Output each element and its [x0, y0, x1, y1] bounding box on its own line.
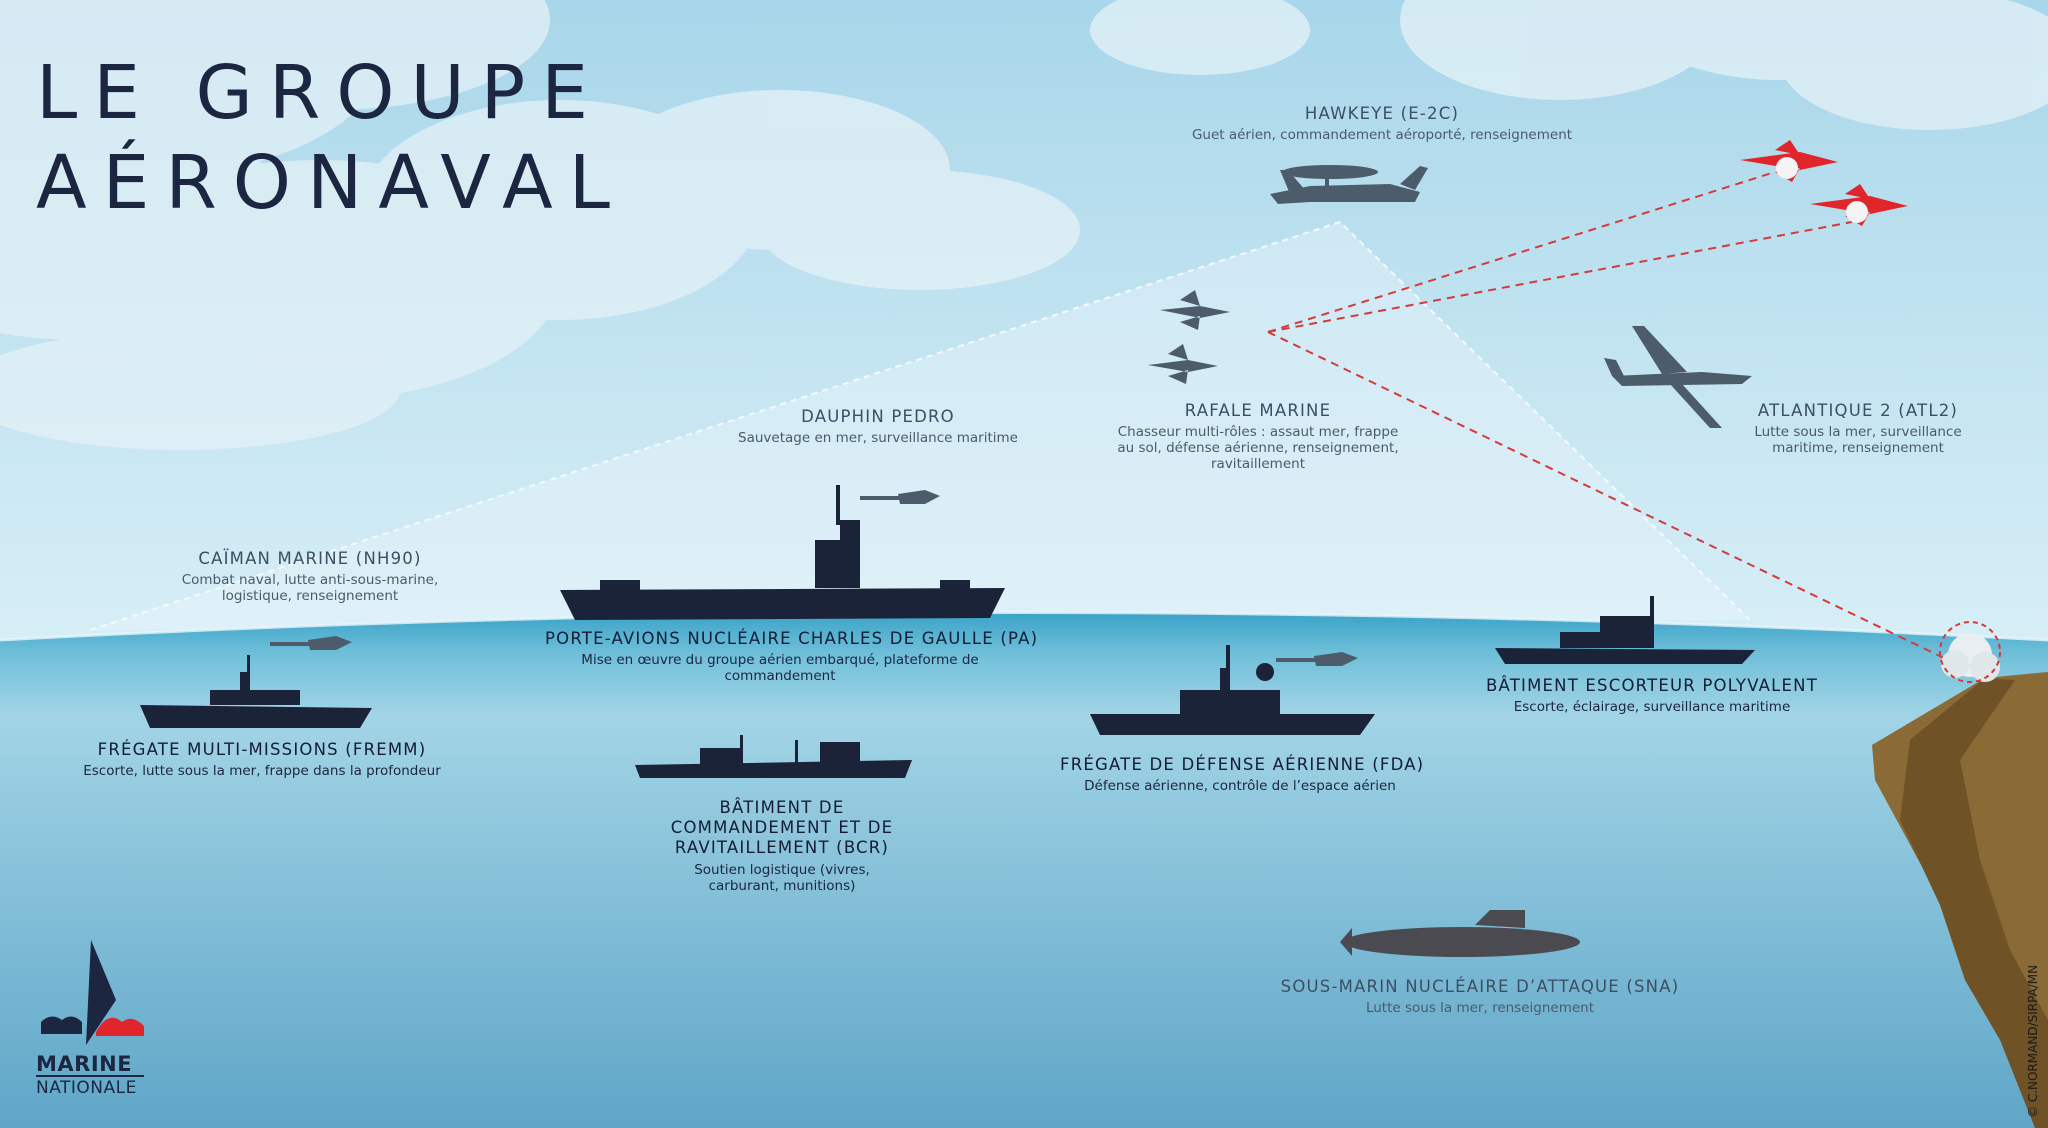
unit-name: BÂTIMENT ESCORTEUR POLYVALENT [1486, 676, 1818, 695]
unit-name: RAFALE MARINE [1184, 401, 1332, 420]
unit-desc: Guet aérien, commandement aéroporté, ren… [1191, 127, 1573, 143]
label-porte-avions: PORTE-AVIONS NUCLÉAIRE CHARLES DE GAULLE… [545, 629, 1039, 684]
unit-desc: Lutte sous la mer, surveillance maritime… [1754, 424, 1962, 456]
label-dauphin: DAUPHIN PEDRO Sauvetage en mer, surveill… [708, 407, 1048, 446]
clouds [0, 0, 2048, 450]
target-lines [1267, 171, 1949, 661]
radar-coverage-edge [89, 220, 1751, 631]
unit-name: CAÏMAN MARINE (NH90) [198, 549, 422, 568]
label-hawkeye: HAWKEYE (E-2C) Guet aérien, commandement… [1172, 104, 1592, 143]
unit-name: FRÉGATE MULTI-MISSIONS (FREMM) [97, 740, 427, 759]
marine-nationale-logo [41, 940, 144, 1045]
logo-text-line2: NATIONALE [36, 1078, 137, 1098]
horizon-glow [0, 611, 2048, 642]
unit-name: BÂTIMENT DE COMMANDEMENT ET DE RAVITAILL… [670, 798, 894, 857]
supply-ship-icon [635, 735, 912, 778]
frigate-icon [140, 655, 372, 728]
logo-text-line1: MARINE [36, 1052, 133, 1076]
unit-desc: Sauvetage en mer, surveillance maritime [738, 430, 1018, 446]
coastal-cliff [1872, 621, 2048, 1128]
unit-name: FRÉGATE DE DÉFENSE AÉRIENNE (FDA) [1060, 755, 1425, 774]
unit-desc: Soutien logistique (vivres, carburant, m… [694, 862, 870, 894]
patrol-aircraft-icon [1604, 326, 1752, 428]
enemy-jets [1740, 140, 1908, 226]
label-fda: FRÉGATE DE DÉFENSE AÉRIENNE (FDA) Défens… [1060, 755, 1425, 794]
unit-name: DAUPHIN PEDRO [801, 407, 955, 426]
fighter-jet-icon [1148, 290, 1230, 384]
label-sna: SOUS-MARIN NUCLÉAIRE D’ATTAQUE (SNA) Lut… [1270, 977, 1690, 1016]
label-bep: BÂTIMENT ESCORTEUR POLYVALENT Escorte, é… [1482, 676, 1822, 715]
label-fremm: FRÉGATE MULTI-MISSIONS (FREMM) Escorte, … [52, 740, 472, 779]
air-defense-frigate-icon [1090, 645, 1375, 735]
unit-desc: Combat naval, lutte anti-sous-marine, lo… [181, 572, 439, 604]
radar-coverage [90, 222, 1750, 630]
unit-desc: Escorte, éclairage, surveillance maritim… [1513, 699, 1791, 715]
unit-name: SOUS-MARIN NUCLÉAIRE D’ATTAQUE (SNA) [1280, 977, 1680, 996]
sea [0, 612, 2048, 1128]
label-atlantique: ATLANTIQUE 2 (ATL2) Lutte sous la mer, s… [1748, 401, 1968, 456]
unit-desc: Chasseur multi-rôles : assaut mer, frapp… [1117, 424, 1399, 472]
unit-desc: Escorte, lutte sous la mer, frappe dans … [83, 763, 441, 779]
unit-name: HAWKEYE (E-2C) [1304, 104, 1460, 123]
unit-name: ATLANTIQUE 2 (ATL2) [1757, 401, 1959, 420]
logo-divider [36, 1075, 144, 1077]
unit-desc: Lutte sous la mer, renseignement [1365, 1000, 1595, 1016]
helicopter-icon [270, 490, 1358, 666]
page-title-line2: AÉRONAVAL [36, 140, 627, 226]
label-bcr: BÂTIMENT DE COMMANDEMENT ET DE RAVITAILL… [667, 798, 897, 894]
label-caiman: CAÏMAN MARINE (NH90) Combat naval, lutte… [165, 549, 455, 604]
aircraft-carrier-icon [560, 485, 1005, 620]
photo-credit: © C.NORMAND/SIRPA/MN [2026, 964, 2040, 1118]
escort-ship-icon [1495, 596, 1755, 664]
unit-desc: Défense aérienne, contrôle de l’espace a… [1084, 778, 1396, 794]
label-rafale: RAFALE MARINE Chasseur multi-rôles : ass… [1108, 401, 1408, 472]
awacs-icon [1270, 165, 1428, 204]
unit-desc: Mise en œuvre du groupe aérien embarqué,… [581, 652, 979, 684]
submarine-icon [1340, 910, 1580, 957]
page-title-line1: LE GROUPE [36, 50, 605, 136]
unit-name: PORTE-AVIONS NUCLÉAIRE CHARLES DE GAULLE… [545, 629, 1039, 648]
